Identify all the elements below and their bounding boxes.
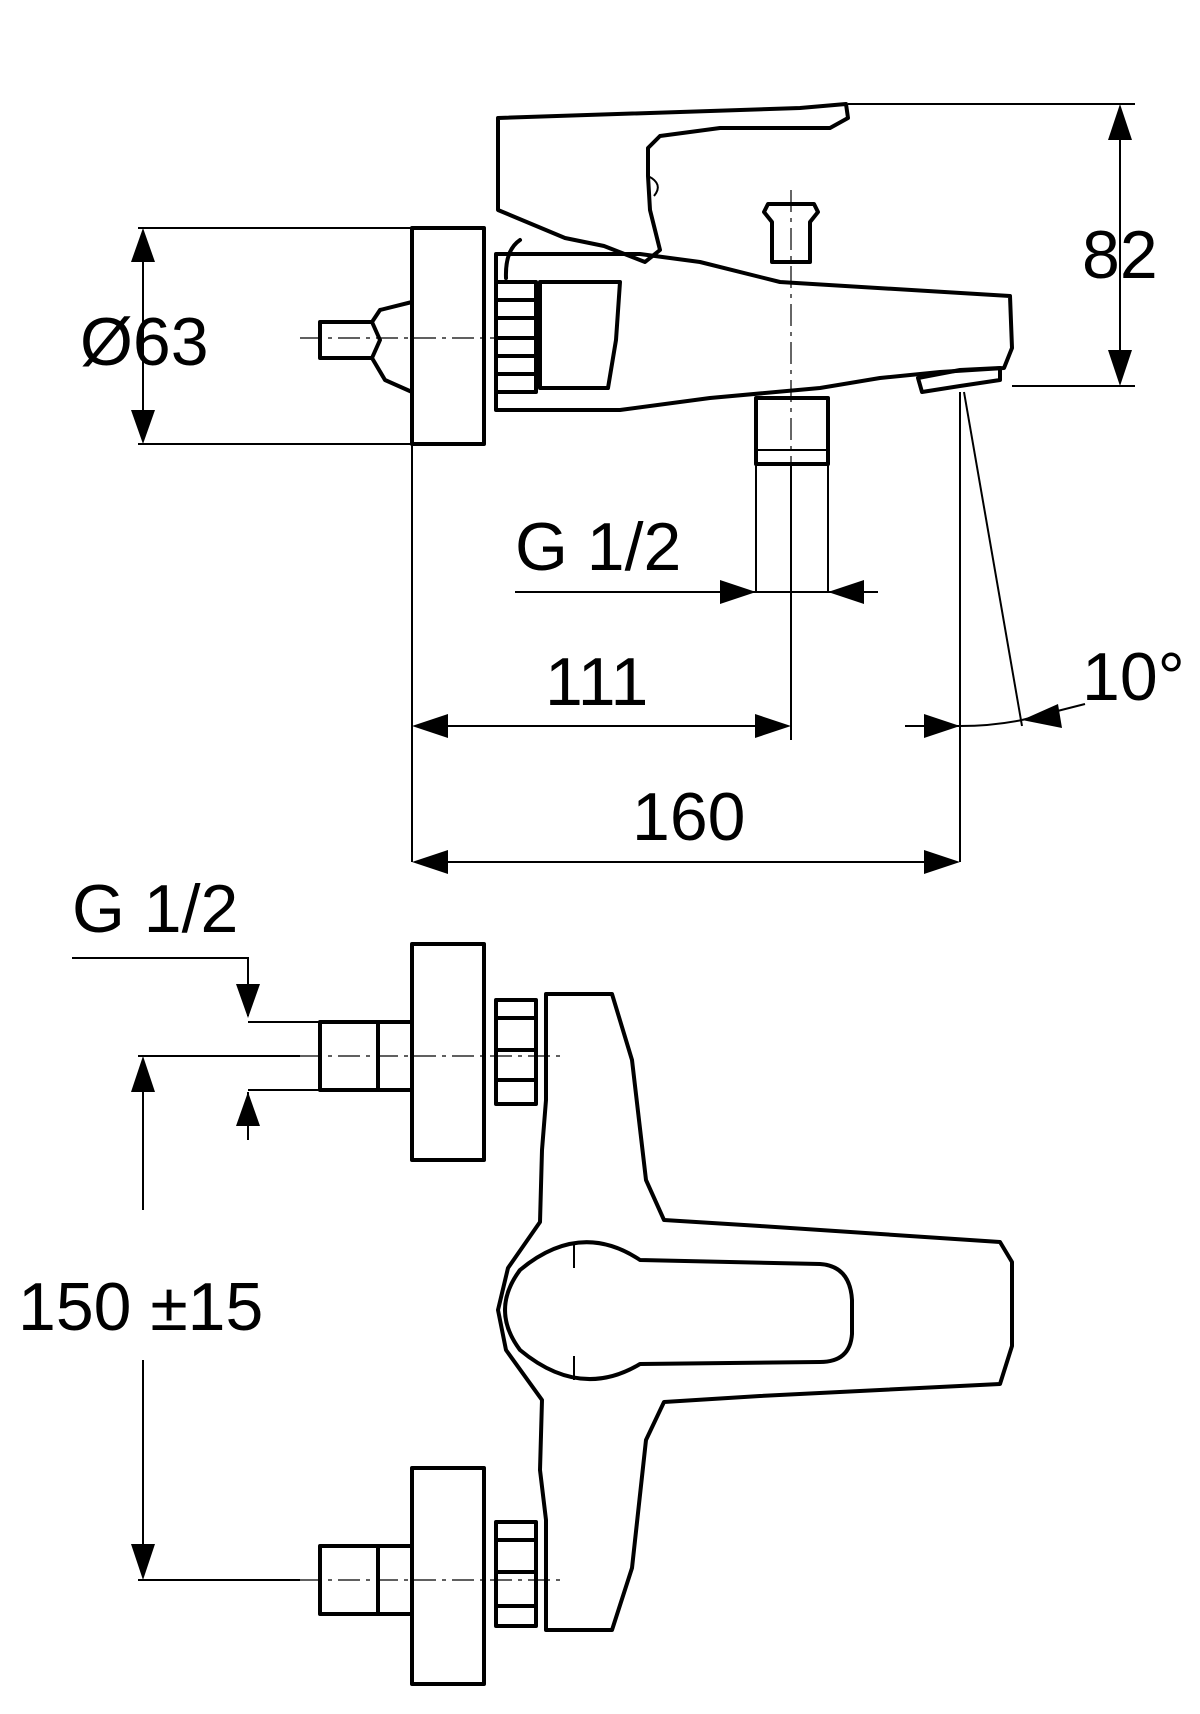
ext-angle <box>963 391 1023 727</box>
front-view: G 1/2 150 ±15 <box>18 871 1014 1686</box>
dim-label-handset-thread: G 1/2 <box>515 509 681 585</box>
side-view: Ø63 82 G 1/2 111 <box>80 102 1185 874</box>
lever-front <box>503 1240 854 1382</box>
dim-label-diameter: Ø63 <box>80 304 209 380</box>
dim-inlet-thread: G 1/2 <box>72 871 320 1140</box>
lever-side <box>496 102 850 264</box>
lever-pivot <box>647 175 659 197</box>
dim-handset-thread: G 1/2 <box>515 509 878 604</box>
eccentric-connector <box>318 300 414 394</box>
hex-nut-side <box>494 280 538 394</box>
handset-outlet <box>754 396 830 466</box>
dim-label-inlet-thread: G 1/2 <box>72 871 238 947</box>
hex-nut-lower <box>494 1520 538 1628</box>
dim-label-height: 82 <box>1082 217 1158 293</box>
dim-label-angle: 10° <box>1082 639 1185 715</box>
dim-spout-angle: 10° <box>905 639 1185 738</box>
dim-rosette-diameter: Ø63 <box>80 228 209 444</box>
lever-stem <box>503 238 522 280</box>
dim-inlet-centres: 150 ±15 <box>18 1055 300 1581</box>
dim-label-projection: 160 <box>632 779 745 855</box>
body-recess <box>538 280 622 390</box>
rosette-top <box>410 942 486 1162</box>
dim-label-centres: 150 ±15 <box>18 1269 263 1345</box>
dim-label-offset: 111 <box>545 644 648 720</box>
diverter-knob <box>762 202 820 264</box>
dim-height: 82 <box>1082 104 1158 386</box>
aerator <box>916 366 1002 394</box>
hex-nut-upper <box>494 998 538 1106</box>
dim-handset-offset: 111 <box>412 644 791 738</box>
rosette-bottom <box>410 1466 486 1686</box>
rosette-side <box>410 226 486 446</box>
dim-projection: 160 <box>412 779 960 874</box>
mixer-body-front <box>496 992 1014 1632</box>
